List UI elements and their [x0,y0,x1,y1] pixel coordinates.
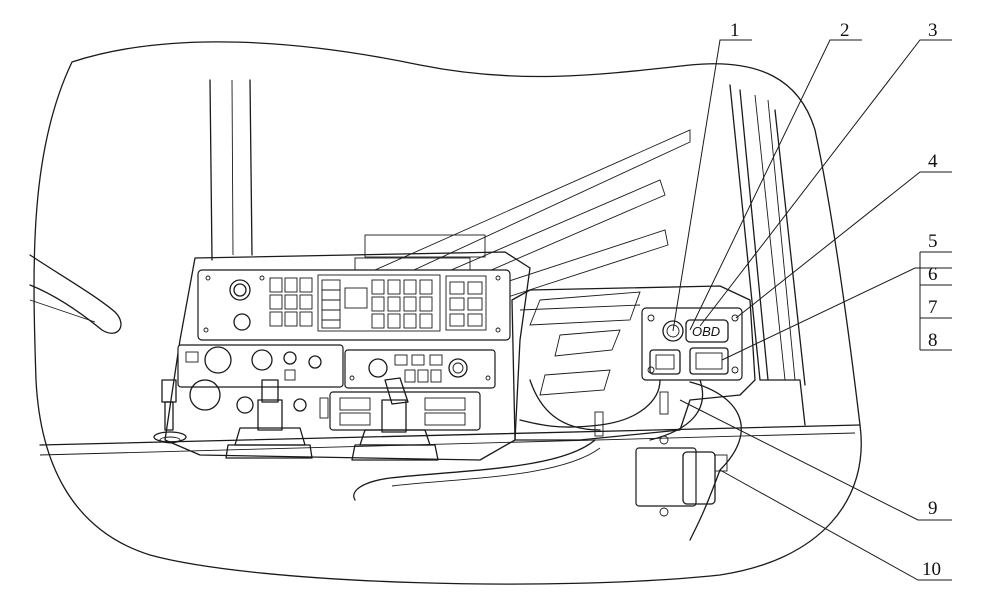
callout-2: 2 [840,20,850,41]
cutaway-outline [33,41,862,585]
callout-3: 3 [928,20,938,41]
connector-left [649,349,681,375]
diagnostic-switch [662,320,684,342]
callout-6: 6 [928,264,938,285]
dashboard-housing [164,251,531,461]
obd-connector [685,319,729,343]
callout-1: 1 [730,20,740,41]
callout-10: 10 [922,559,941,580]
callout-4: 4 [928,151,938,172]
relay-module [635,435,716,517]
upper-switch-panel [197,269,511,341]
callout-8: 8 [928,330,938,351]
right-joystick [351,377,439,461]
lower-left-controls [177,344,481,431]
side-console [511,285,756,441]
side-lever [153,379,187,444]
callout-7: 7 [928,297,938,318]
callout-9: 9 [928,498,938,519]
left-joystick [225,379,313,459]
diagnostic-panel: OBD [641,307,743,381]
callout-5: 5 [928,231,938,252]
grab-handle [29,254,122,334]
lower-center-panel [344,349,496,389]
leader-lines [672,39,952,581]
obd-label: OBD [692,324,720,339]
connector-right [689,347,729,375]
